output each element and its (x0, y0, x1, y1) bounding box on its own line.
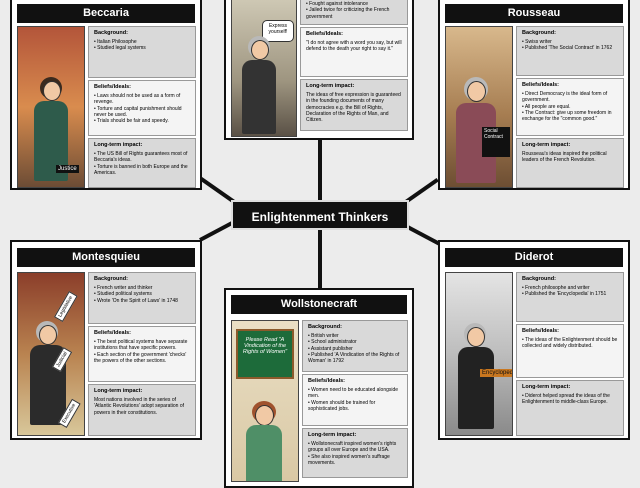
rousseau-beliefs: Beliefs/Ideals: • Direct Democracy is th… (516, 78, 624, 136)
card-montesquieu: Montesquieu Legislative Judicial Executi… (10, 240, 202, 440)
center-title: Enlightenment Thinkers (231, 200, 409, 230)
beccaria-background: Background: • Italian Philosophe• Studie… (88, 26, 196, 78)
montesquieu-head (39, 325, 57, 345)
rousseau-impact: Long-term impact: Rousseau's ideas inspi… (516, 138, 624, 188)
wollstonecraft-beliefs: Beliefs/Ideals: • Women need to be educa… (302, 374, 408, 426)
diderot-beliefs: Beliefs/Ideals: • The ideas of the Enlig… (516, 324, 624, 378)
beccaria-portrait: Justice (17, 26, 85, 188)
beccaria-beliefs: Beliefs/Ideals: • Laws should not be use… (88, 80, 196, 136)
diderot-portrait: Encyclopedia (445, 272, 513, 436)
montesquieu-background: Background: • French writer and thinker•… (88, 272, 196, 324)
card-title-rousseau: Rousseau (445, 4, 623, 23)
montesquieu-beliefs: Beliefs/Ideals: • The best political sys… (88, 326, 196, 382)
card-rousseau: Rousseau Social Contract Background: • S… (438, 0, 630, 190)
diderot-impact: Long-term impact: • Diderot helped sprea… (516, 380, 624, 436)
voltaire-beliefs: Beliefs/Ideals: "I do not agree with a w… (300, 27, 408, 77)
rousseau-head (467, 81, 486, 102)
wollstonecraft-impact: Long-term impact: • Wollstonecraft inspi… (302, 428, 408, 478)
connector-wollstonecraft (318, 230, 322, 292)
rousseau-background: Background: • Swiss writer• Published 'T… (516, 26, 624, 76)
voltaire-impact: Long-term impact: The ideas of free expr… (300, 79, 408, 131)
card-title-diderot: Diderot (445, 248, 623, 267)
social-contract-book: Social Contract (482, 127, 510, 157)
wollstonecraft-background: Background: • British writer• School adm… (302, 320, 408, 372)
beccaria-impact: Long-term impact: • The US Bill of Right… (88, 138, 196, 188)
connector-voltaire (318, 138, 322, 202)
card-diderot: Diderot Encyclopedia Background: • Frenc… (438, 240, 630, 440)
voltaire-portrait: Express yourself! (231, 0, 297, 137)
montesquieu-portrait: Legislative Judicial Executive (17, 272, 85, 436)
wollstonecraft-head (255, 405, 274, 426)
legislative-label: Legislative (54, 291, 78, 322)
chalkboard: Please Read "A Vindication of the Rights… (236, 329, 294, 379)
diderot-head (467, 327, 485, 347)
diderot-background: Background: • French philosophe and writ… (516, 272, 624, 322)
express-yourself-bubble: Express yourself! (262, 20, 294, 42)
wollstonecraft-portrait: Please Read "A Vindication of the Rights… (231, 320, 299, 482)
card-beccaria: Beccaria Justice Background: • Italian P… (10, 0, 202, 190)
voltaire-background: • Fought against intolerance• Jailed twi… (300, 0, 408, 25)
rousseau-portrait: Social Contract (445, 26, 513, 188)
beccaria-head (43, 81, 61, 101)
card-title-beccaria: Beccaria (17, 4, 195, 23)
card-voltaire: Express yourself! • Fought against intol… (224, 0, 414, 140)
card-title-montesquieu: Montesquieu (17, 248, 195, 267)
voltaire-head (251, 40, 269, 60)
card-wollstonecraft: Wollstonecraft Please Read "A Vindicatio… (224, 288, 414, 488)
encyclopedia-book: Encyclopedia (480, 369, 512, 377)
card-title-wollstonecraft: Wollstonecraft (231, 295, 407, 314)
montesquieu-impact: Long-term impact: Most nations involved … (88, 384, 196, 436)
justice-scroll: Justice (56, 165, 79, 173)
